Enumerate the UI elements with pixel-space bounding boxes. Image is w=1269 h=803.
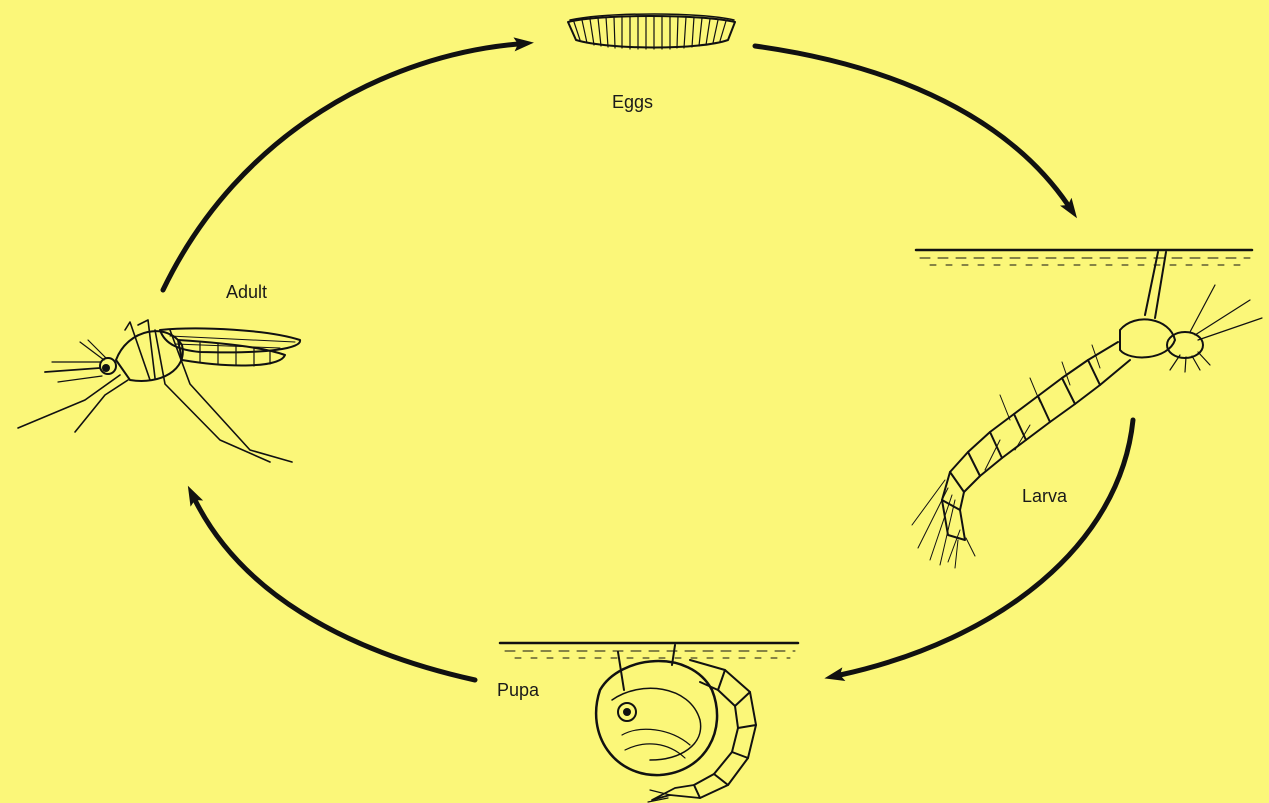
arrow-larva-to-pupa [840, 420, 1133, 675]
mosquito-icon [18, 320, 300, 462]
arrow-eggs-to-larva [755, 46, 1068, 205]
larva-icon [912, 250, 1262, 568]
arrow-pupa-to-adult [195, 500, 475, 680]
adult-label: Adult [226, 282, 267, 303]
arrow-adult-to-eggs [163, 44, 518, 290]
larva-label: Larva [1022, 486, 1067, 507]
eggs-label: Eggs [612, 92, 653, 113]
egg-raft-icon [568, 14, 735, 49]
pupa-icon [500, 643, 798, 802]
pupa-label: Pupa [497, 680, 539, 701]
cycle-arrows [163, 44, 1133, 680]
